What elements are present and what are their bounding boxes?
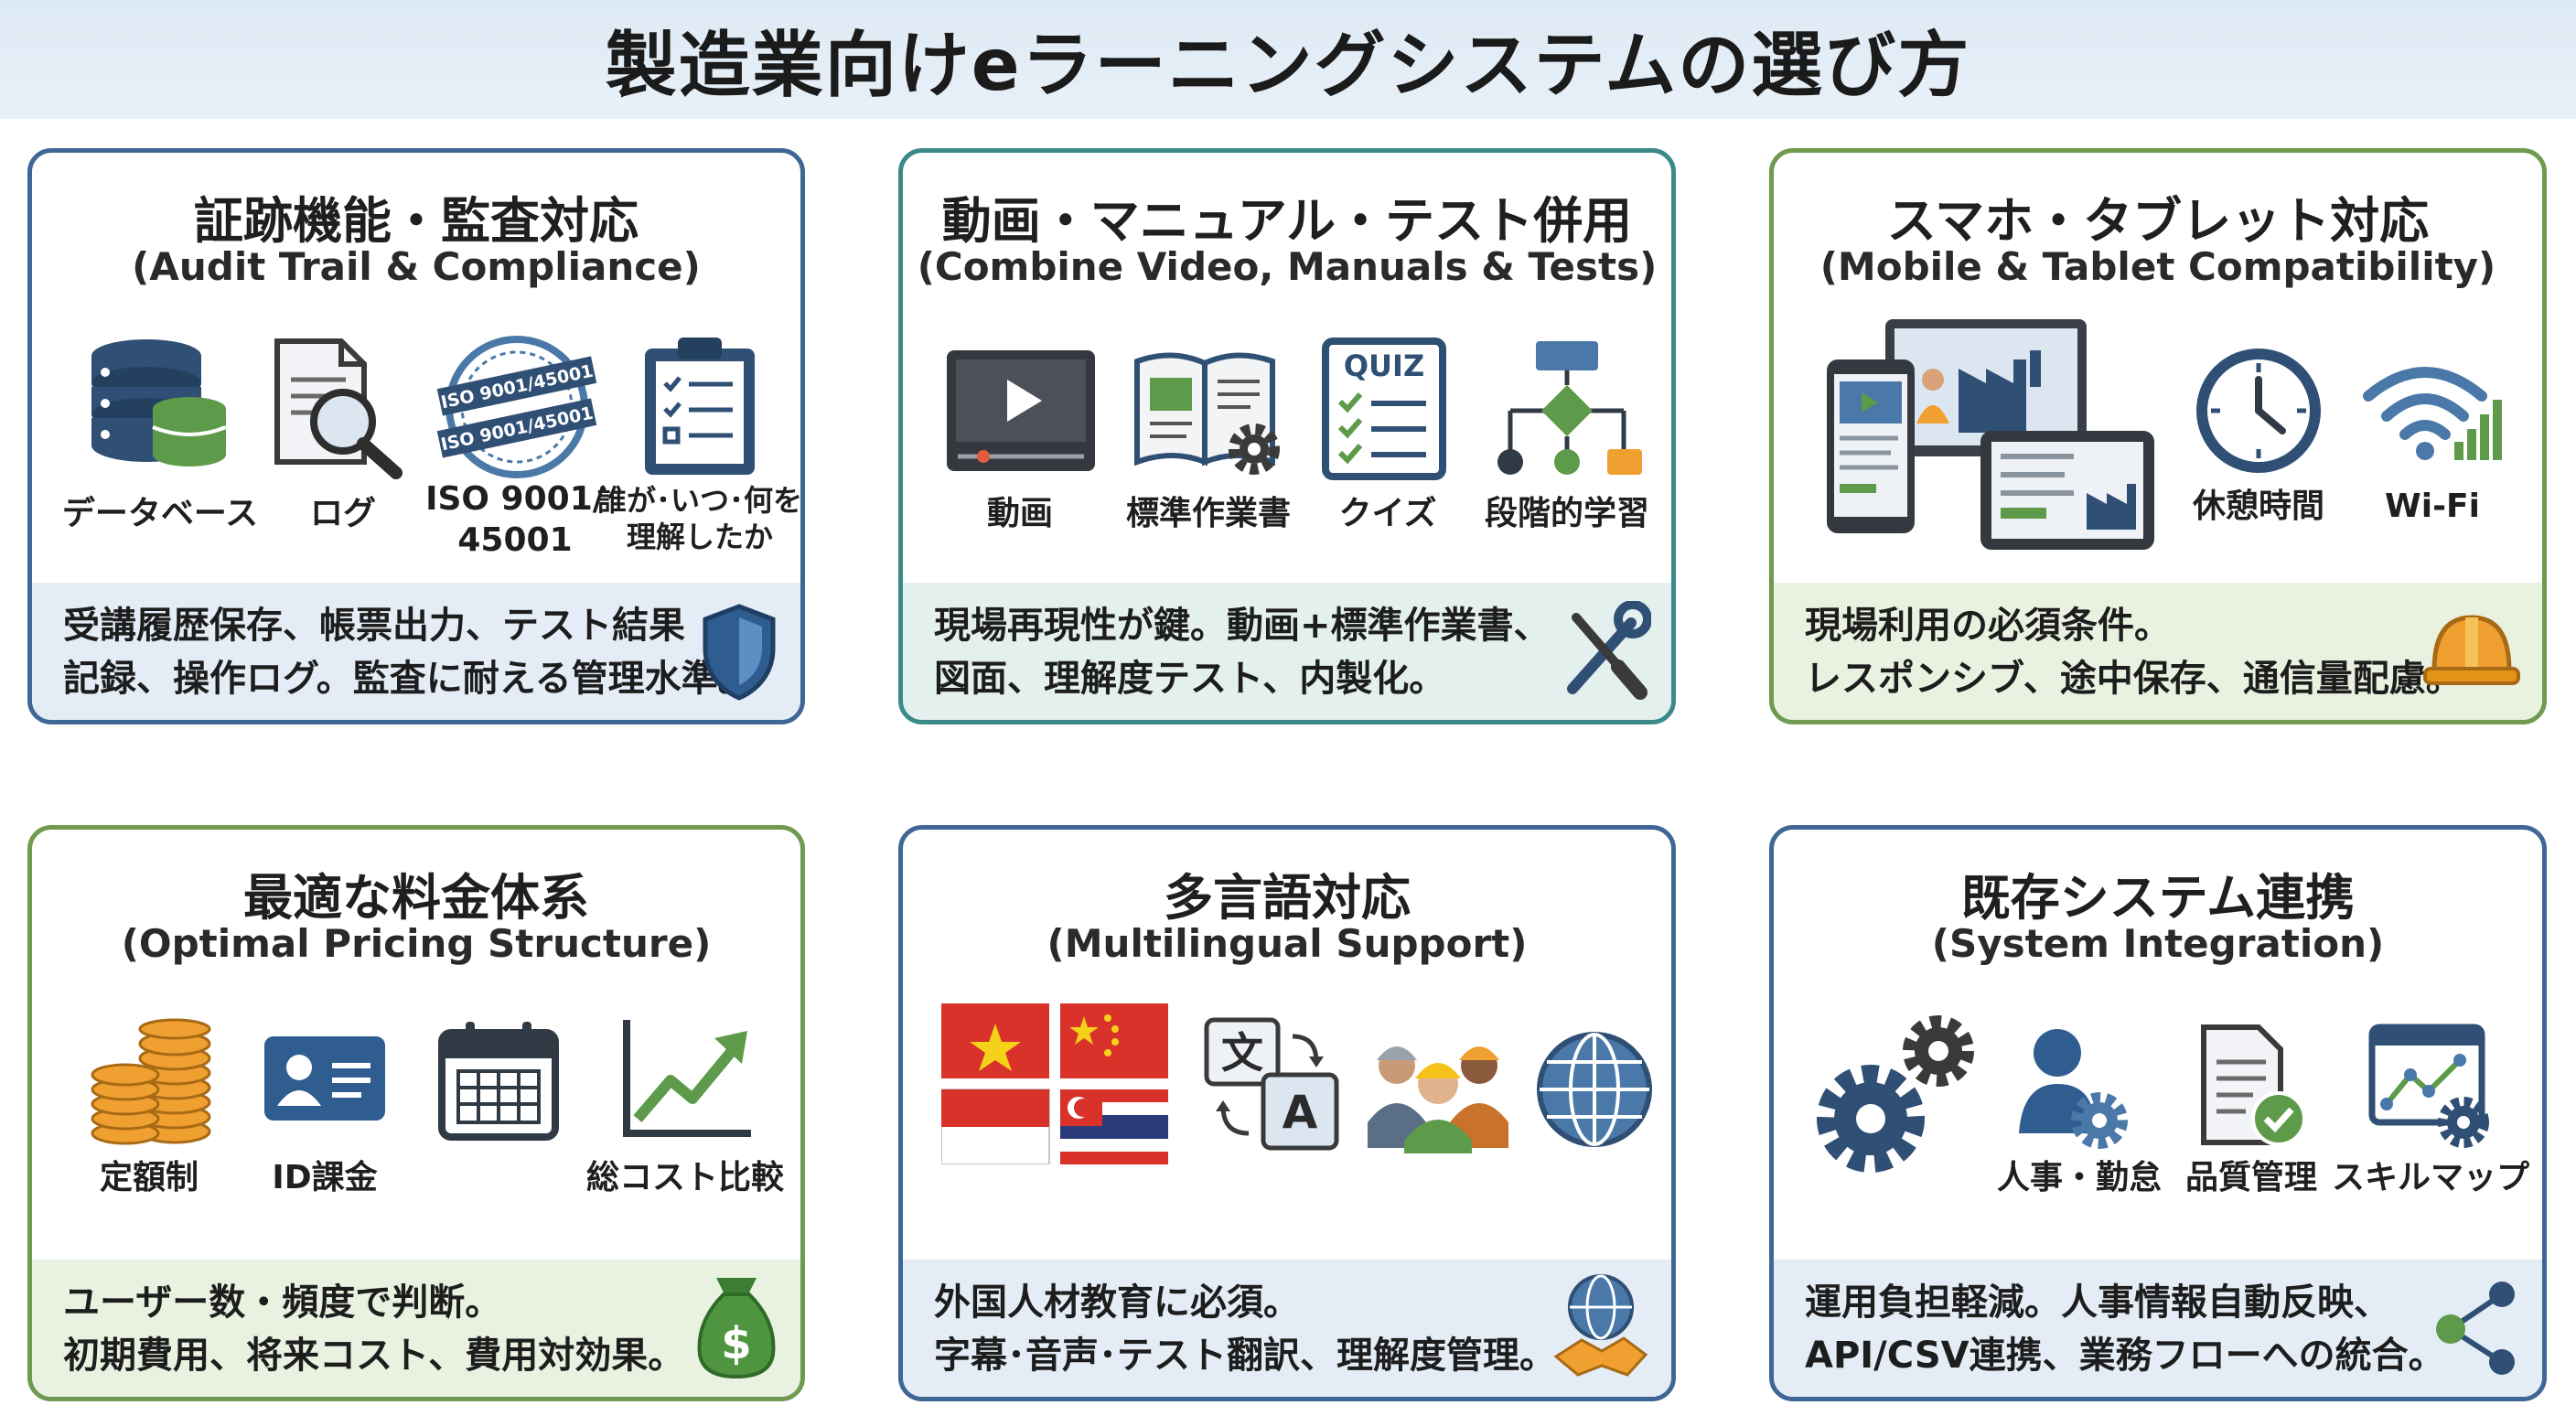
card-footer: 受講履歴保存、帳票出力、テスト結果 記録、操作ログ。監査に耐える管理水準。 <box>32 583 800 720</box>
icon-label: 休憩時間 <box>2192 488 2325 525</box>
footer-line: 記録、操作ログ。監査に耐える管理水準。 <box>63 658 755 700</box>
footer-line: 字幕･音声･テスト翻訳、理解度管理。 <box>934 1335 1556 1377</box>
footer-line: 図面、理解度テスト、内製化。 <box>934 658 1446 700</box>
card-subtitle: (Multilingual Support) <box>1046 921 1528 966</box>
card-subtitle: (Optimal Pricing Structure) <box>121 921 712 966</box>
card-subtitle: (Audit Trail & Compliance) <box>132 244 701 289</box>
gears-icon <box>1817 1015 1974 1173</box>
icon-label: スキルマップ <box>2331 1159 2530 1196</box>
card-title: 動画・マニュアル・テスト併用 <box>941 192 1633 250</box>
card-audit-trail: 証跡機能・監査対応 (Audit Trail & Compliance) データ… <box>27 148 805 724</box>
hard-hat-icon <box>2423 615 2520 685</box>
globe-handshake-icon <box>1553 1274 1648 1377</box>
card-title: 既存システム連携 <box>1960 869 2356 927</box>
coin-stack-icon <box>91 1018 211 1145</box>
card-video-manual-test: 動画・マニュアル・テスト併用 (Combine Video, Manuals &… <box>898 148 1676 724</box>
card-subtitle: (System Integration) <box>1931 921 2385 966</box>
share-nodes-icon <box>2436 1282 2515 1375</box>
icon-label: Wi-Fi <box>2385 488 2480 525</box>
flowchart-icon <box>1497 341 1642 475</box>
card-title: スマホ・タブレット対応 <box>1886 192 2430 250</box>
translate-glyph-source: 文 <box>1221 1028 1263 1078</box>
skill-map-icon <box>2368 1024 2489 1148</box>
workers-icon <box>1368 1046 1508 1153</box>
icon-label: 動画 <box>986 495 1054 532</box>
wifi-icon <box>2363 367 2502 460</box>
money-bag-icon: $ <box>697 1278 776 1379</box>
devices-factory-icon <box>1827 319 2154 550</box>
rising-chart-icon <box>623 1020 751 1137</box>
card-footer: 現場再現性が鍵。動画+標準作業書、 図面、理解度テスト、内製化。 <box>903 583 1671 720</box>
icon-label: 誰が･いつ･何を 理解したか <box>596 483 803 554</box>
card-subtitle: (Combine Video, Manuals & Tests) <box>917 244 1658 289</box>
icon-label: データベース <box>61 495 259 532</box>
card-title: 多言語対応 <box>1164 869 1411 927</box>
icon-label: ISO 9001/ 45001 <box>425 480 605 559</box>
footer-line: 現場利用の必須条件。 <box>1805 605 2171 647</box>
card-title: 最適な料金体系 <box>243 869 589 927</box>
video-player-icon <box>947 350 1095 471</box>
icon-label: 段階的学習 <box>1484 495 1650 532</box>
icon-label: クイズ <box>1338 495 1437 532</box>
card-subtitle: (Mobile & Tablet Compatibility) <box>1819 244 2496 289</box>
svg-text:$: $ <box>721 1318 751 1369</box>
icon-label: 定額制 <box>99 1159 199 1196</box>
icon-label: 品質管理 <box>2184 1159 2318 1196</box>
id-card-icon <box>264 1036 385 1121</box>
card-title: 証跡機能・監査対応 <box>194 192 639 250</box>
icon-label: 標準作業書 <box>1125 495 1292 532</box>
clipboard-checklist-icon <box>645 338 755 475</box>
wrench-screwdriver-icon <box>1567 601 1651 700</box>
title-banner: 製造業向けeラーニングシステムの選び方 <box>0 0 2576 119</box>
footer-line: 外国人材教育に必須。 <box>934 1282 1300 1324</box>
footer-line: 受講履歴保存、帳票出力、テスト結果 <box>63 605 685 647</box>
translate-glyph-target: A <box>1283 1086 1318 1139</box>
card-system-integration: 既存システム連携 (System Integration) 人事・勤怠 品質管理… <box>1769 825 2547 1401</box>
card-footer: 現場利用の必須条件。 レスポンシブ、途中保存、通信量配慮。 <box>1774 583 2542 720</box>
log-search-icon <box>274 338 402 479</box>
card-pricing: 最適な料金体系 (Optimal Pricing Structure) 定額制 … <box>27 825 805 1401</box>
card-footer: ユーザー数・頻度で判断。 初期費用、将来コスト、費用対効果。 $ <box>32 1260 800 1397</box>
flags-icon <box>941 1003 1168 1164</box>
calendar-icon <box>438 1022 559 1141</box>
footer-line: API/CSV連携、業務フローへの統合。 <box>1805 1335 2445 1377</box>
database-icon <box>91 339 227 467</box>
footer-line: 運用負担軽減。人事情報自動反映、 <box>1805 1282 2390 1324</box>
shield-icon <box>703 604 776 701</box>
iso-stamp-icon: ISO 9001/45001 ISO 9001/45001 <box>436 336 597 478</box>
card-footer: 運用負担軽減。人事情報自動反映、 API/CSV連携、業務フローへの統合。 <box>1774 1260 2542 1397</box>
clock-icon <box>2196 349 2321 473</box>
quality-doc-check-icon <box>2201 1024 2306 1146</box>
manual-book-gear-icon <box>1134 352 1280 475</box>
card-footer: 外国人材教育に必須。 字幕･音声･テスト翻訳、理解度管理。 <box>903 1260 1671 1397</box>
footer-line: 現場再現性が鍵。動画+標準作業書、 <box>934 605 1551 647</box>
footer-line: レスポンシブ、途中保存、通信量配慮。 <box>1805 658 2463 700</box>
icon-label: 総コスト比較 <box>585 1159 785 1196</box>
hr-person-gear-icon <box>2019 1029 2128 1149</box>
card-multilingual: 多言語対応 (Multilingual Support) 文 A <box>898 825 1676 1401</box>
quiz-badge: QUIZ <box>1344 349 1424 383</box>
icon-label: 人事・勤怠 <box>1996 1159 2163 1196</box>
page-title: 製造業向けeラーニングシステムの選び方 <box>605 25 1971 107</box>
card-mobile-tablet: スマホ・タブレット対応 (Mobile & Tablet Compatibili… <box>1769 148 2547 724</box>
globe-icon <box>1537 1032 1652 1147</box>
footer-line: ユーザー数・頻度で判断。 <box>63 1282 502 1324</box>
translate-icon: 文 A <box>1204 1017 1339 1151</box>
icon-label: ログ <box>309 495 377 532</box>
quiz-icon: QUIZ <box>1322 338 1446 480</box>
icon-label: ID課金 <box>272 1159 378 1196</box>
footer-line: 初期費用、将来コスト、費用対効果。 <box>63 1335 685 1377</box>
